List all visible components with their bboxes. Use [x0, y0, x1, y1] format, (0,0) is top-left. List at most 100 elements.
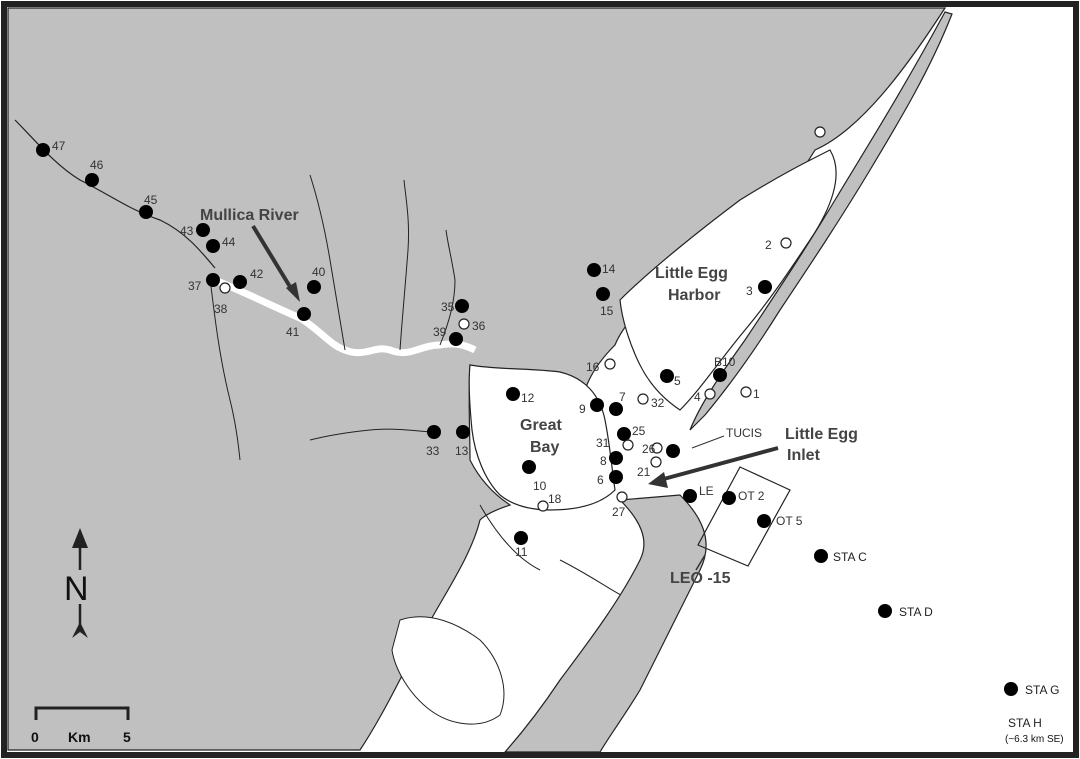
- station-7-marker[interactable]: [609, 402, 623, 416]
- station-26-marker[interactable]: [651, 442, 663, 454]
- label-great-bay-line2: Bay: [530, 439, 559, 456]
- station-1-marker[interactable]: [740, 386, 752, 398]
- station-8-label: 8: [600, 454, 607, 468]
- station-sta-h-label: STA H: [1008, 716, 1042, 730]
- label-little-egg-inlet-line2: Inlet: [787, 447, 821, 464]
- station-5-marker[interactable]: [660, 369, 674, 383]
- station-2-marker[interactable]: [780, 237, 792, 249]
- station-39-label: 39: [433, 325, 447, 339]
- station-47-label: 47: [52, 139, 66, 153]
- label-leo15: LEO -15: [670, 570, 731, 587]
- station-8-marker[interactable]: [609, 451, 623, 465]
- station-37-label: 37: [188, 279, 202, 293]
- north-arrow-tail: [72, 622, 88, 638]
- barrier-island: [689, 11, 953, 431]
- station-sta-g-label: STA G: [1025, 683, 1059, 697]
- stations-open: [219, 126, 826, 512]
- station-31-marker[interactable]: [622, 439, 634, 451]
- arrow-little-egg-inlet: [659, 446, 779, 482]
- station-10-marker[interactable]: [522, 460, 536, 474]
- leo15-box: [697, 466, 791, 567]
- north-arrowhead: [72, 528, 88, 548]
- label-little-egg-inlet-line1: Little Egg: [785, 426, 858, 443]
- station-16-label: 16: [586, 360, 600, 374]
- station-1-label: 1: [753, 387, 760, 401]
- station-labels: 47 46 45 43 44 37 42 38 40 41 35 36 39 1…: [52, 139, 1064, 745]
- scale-bar-line: [34, 706, 130, 720]
- station-le-label: LE: [699, 484, 714, 498]
- station-31-label: 31: [596, 436, 610, 450]
- station-7-label: 7: [619, 390, 626, 404]
- station-32-marker[interactable]: [637, 393, 649, 405]
- little-egg-harbor-water: [619, 149, 837, 411]
- station-ot2-open-marker[interactable]: [814, 126, 826, 138]
- station-9-marker[interactable]: [590, 398, 604, 412]
- station-46-label: 46: [90, 158, 104, 172]
- station-inlet-marker[interactable]: [666, 444, 680, 458]
- station-14-label: 14: [602, 262, 616, 276]
- station-25-label: 25: [632, 424, 646, 438]
- station-4-marker[interactable]: [704, 388, 716, 400]
- station-sta-c-marker[interactable]: [814, 549, 828, 563]
- station-37-marker[interactable]: [206, 273, 220, 287]
- station-sta-c-label: STA C: [833, 550, 867, 564]
- station-35-marker[interactable]: [455, 299, 469, 313]
- scale-bar: 0 Km 5: [31, 706, 131, 745]
- station-44-label: 44: [222, 235, 236, 249]
- station-18-marker[interactable]: [537, 500, 549, 512]
- mullica-river-water: [208, 274, 477, 357]
- station-40-label: 40: [312, 265, 326, 279]
- station-12-marker[interactable]: [506, 387, 520, 401]
- station-33-label: 33: [426, 444, 440, 458]
- station-21-marker[interactable]: [650, 456, 662, 468]
- station-36-marker[interactable]: [458, 318, 470, 330]
- station-sta-d-marker[interactable]: [878, 604, 892, 618]
- station-ot5-label: OT 5: [776, 514, 803, 528]
- station-44-marker[interactable]: [206, 239, 220, 253]
- station-27-marker[interactable]: [616, 491, 628, 503]
- station-35-label: 35: [441, 300, 455, 314]
- arrowhead-mullica-river: [286, 282, 300, 302]
- north-letter-bg: [66, 570, 94, 604]
- station-25-marker[interactable]: [617, 427, 631, 441]
- station-16-marker[interactable]: [604, 358, 616, 370]
- station-le-marker[interactable]: [683, 489, 697, 503]
- station-45-label: 45: [144, 193, 158, 207]
- station-11-marker[interactable]: [514, 531, 528, 545]
- station-6-marker[interactable]: [609, 470, 623, 484]
- station-13-label: 13: [455, 444, 469, 458]
- station-14-marker[interactable]: [587, 263, 601, 277]
- station-47-marker[interactable]: [36, 143, 50, 157]
- station-38-marker[interactable]: [219, 282, 231, 294]
- station-39-marker[interactable]: [449, 332, 463, 346]
- station-46-marker[interactable]: [85, 173, 99, 187]
- station-33-marker[interactable]: [427, 425, 441, 439]
- station-41-marker[interactable]: [297, 307, 311, 321]
- label-great-bay-line1: Great: [520, 417, 562, 434]
- station-27-label: 27: [612, 505, 626, 519]
- station-36-label: 36: [472, 319, 486, 333]
- scale-bar-unit: Km: [68, 729, 91, 745]
- north-arrow: N: [64, 528, 94, 638]
- station-15-marker[interactable]: [596, 287, 610, 301]
- north-letter: N: [64, 570, 89, 608]
- station-13-marker[interactable]: [456, 425, 470, 439]
- station-b10-marker[interactable]: [713, 368, 727, 382]
- arrowhead-little-egg-inlet: [648, 472, 668, 488]
- station-40-marker[interactable]: [307, 280, 321, 294]
- station-sta-g-marker[interactable]: [1004, 682, 1018, 696]
- station-45-marker[interactable]: [139, 205, 153, 219]
- label-little-egg-harbor-line2: Harbor: [668, 287, 720, 304]
- station-b10-label: B10: [714, 355, 736, 369]
- station-3-marker[interactable]: [758, 280, 772, 294]
- station-10-label: 10: [533, 479, 547, 493]
- station-42-marker[interactable]: [233, 275, 247, 289]
- stations-filled: [36, 143, 1018, 696]
- arrow-mullica-river: [251, 224, 294, 292]
- station-ot2-marker[interactable]: [722, 491, 736, 505]
- station-43-marker[interactable]: [196, 223, 210, 237]
- marsh-islands: [391, 616, 505, 725]
- station-ot5-marker[interactable]: [757, 514, 771, 528]
